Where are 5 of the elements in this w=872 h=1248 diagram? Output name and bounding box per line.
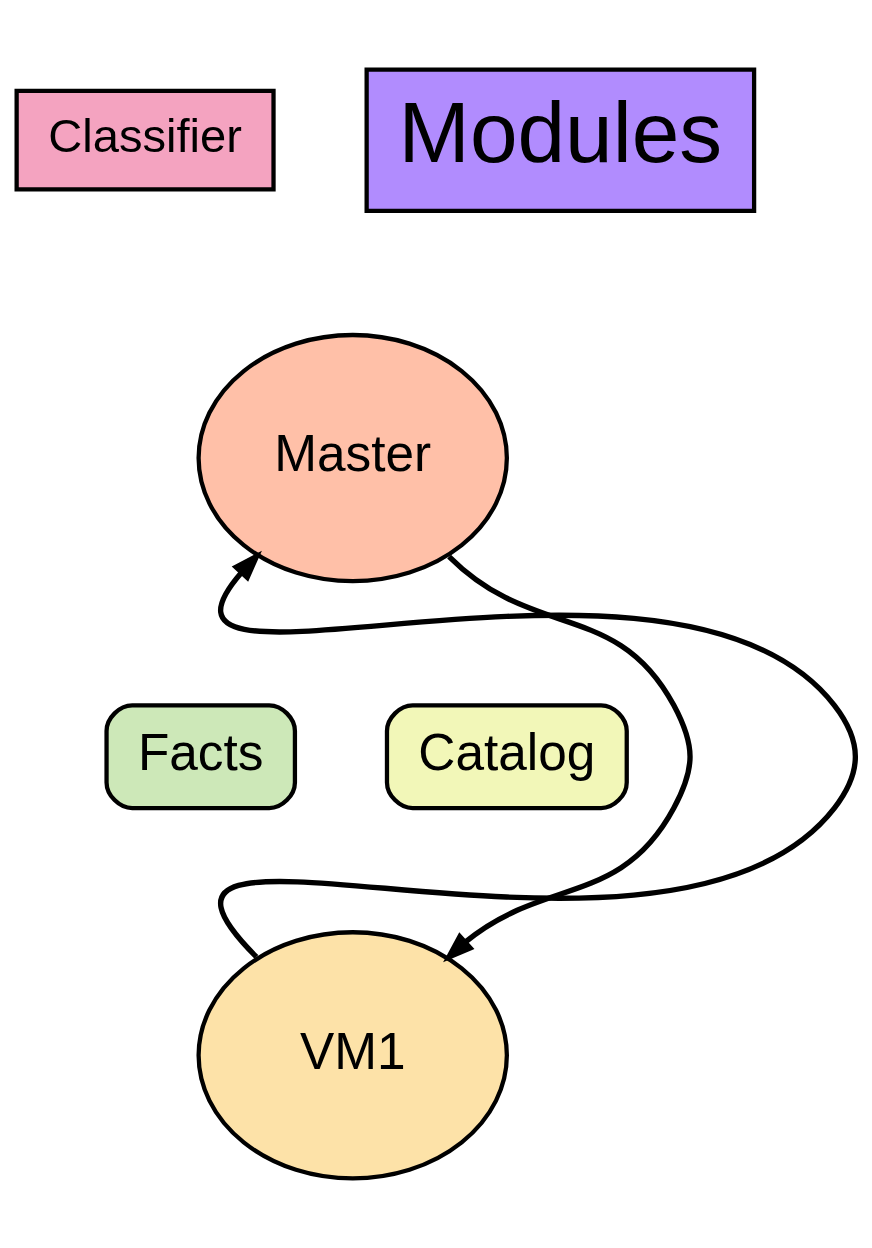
arrow [443, 554, 693, 963]
node-box: Facts [104, 703, 298, 811]
node-box: Modules [364, 67, 757, 213]
node-box: Classifier [14, 88, 276, 192]
node-box: Catalog [384, 703, 629, 811]
